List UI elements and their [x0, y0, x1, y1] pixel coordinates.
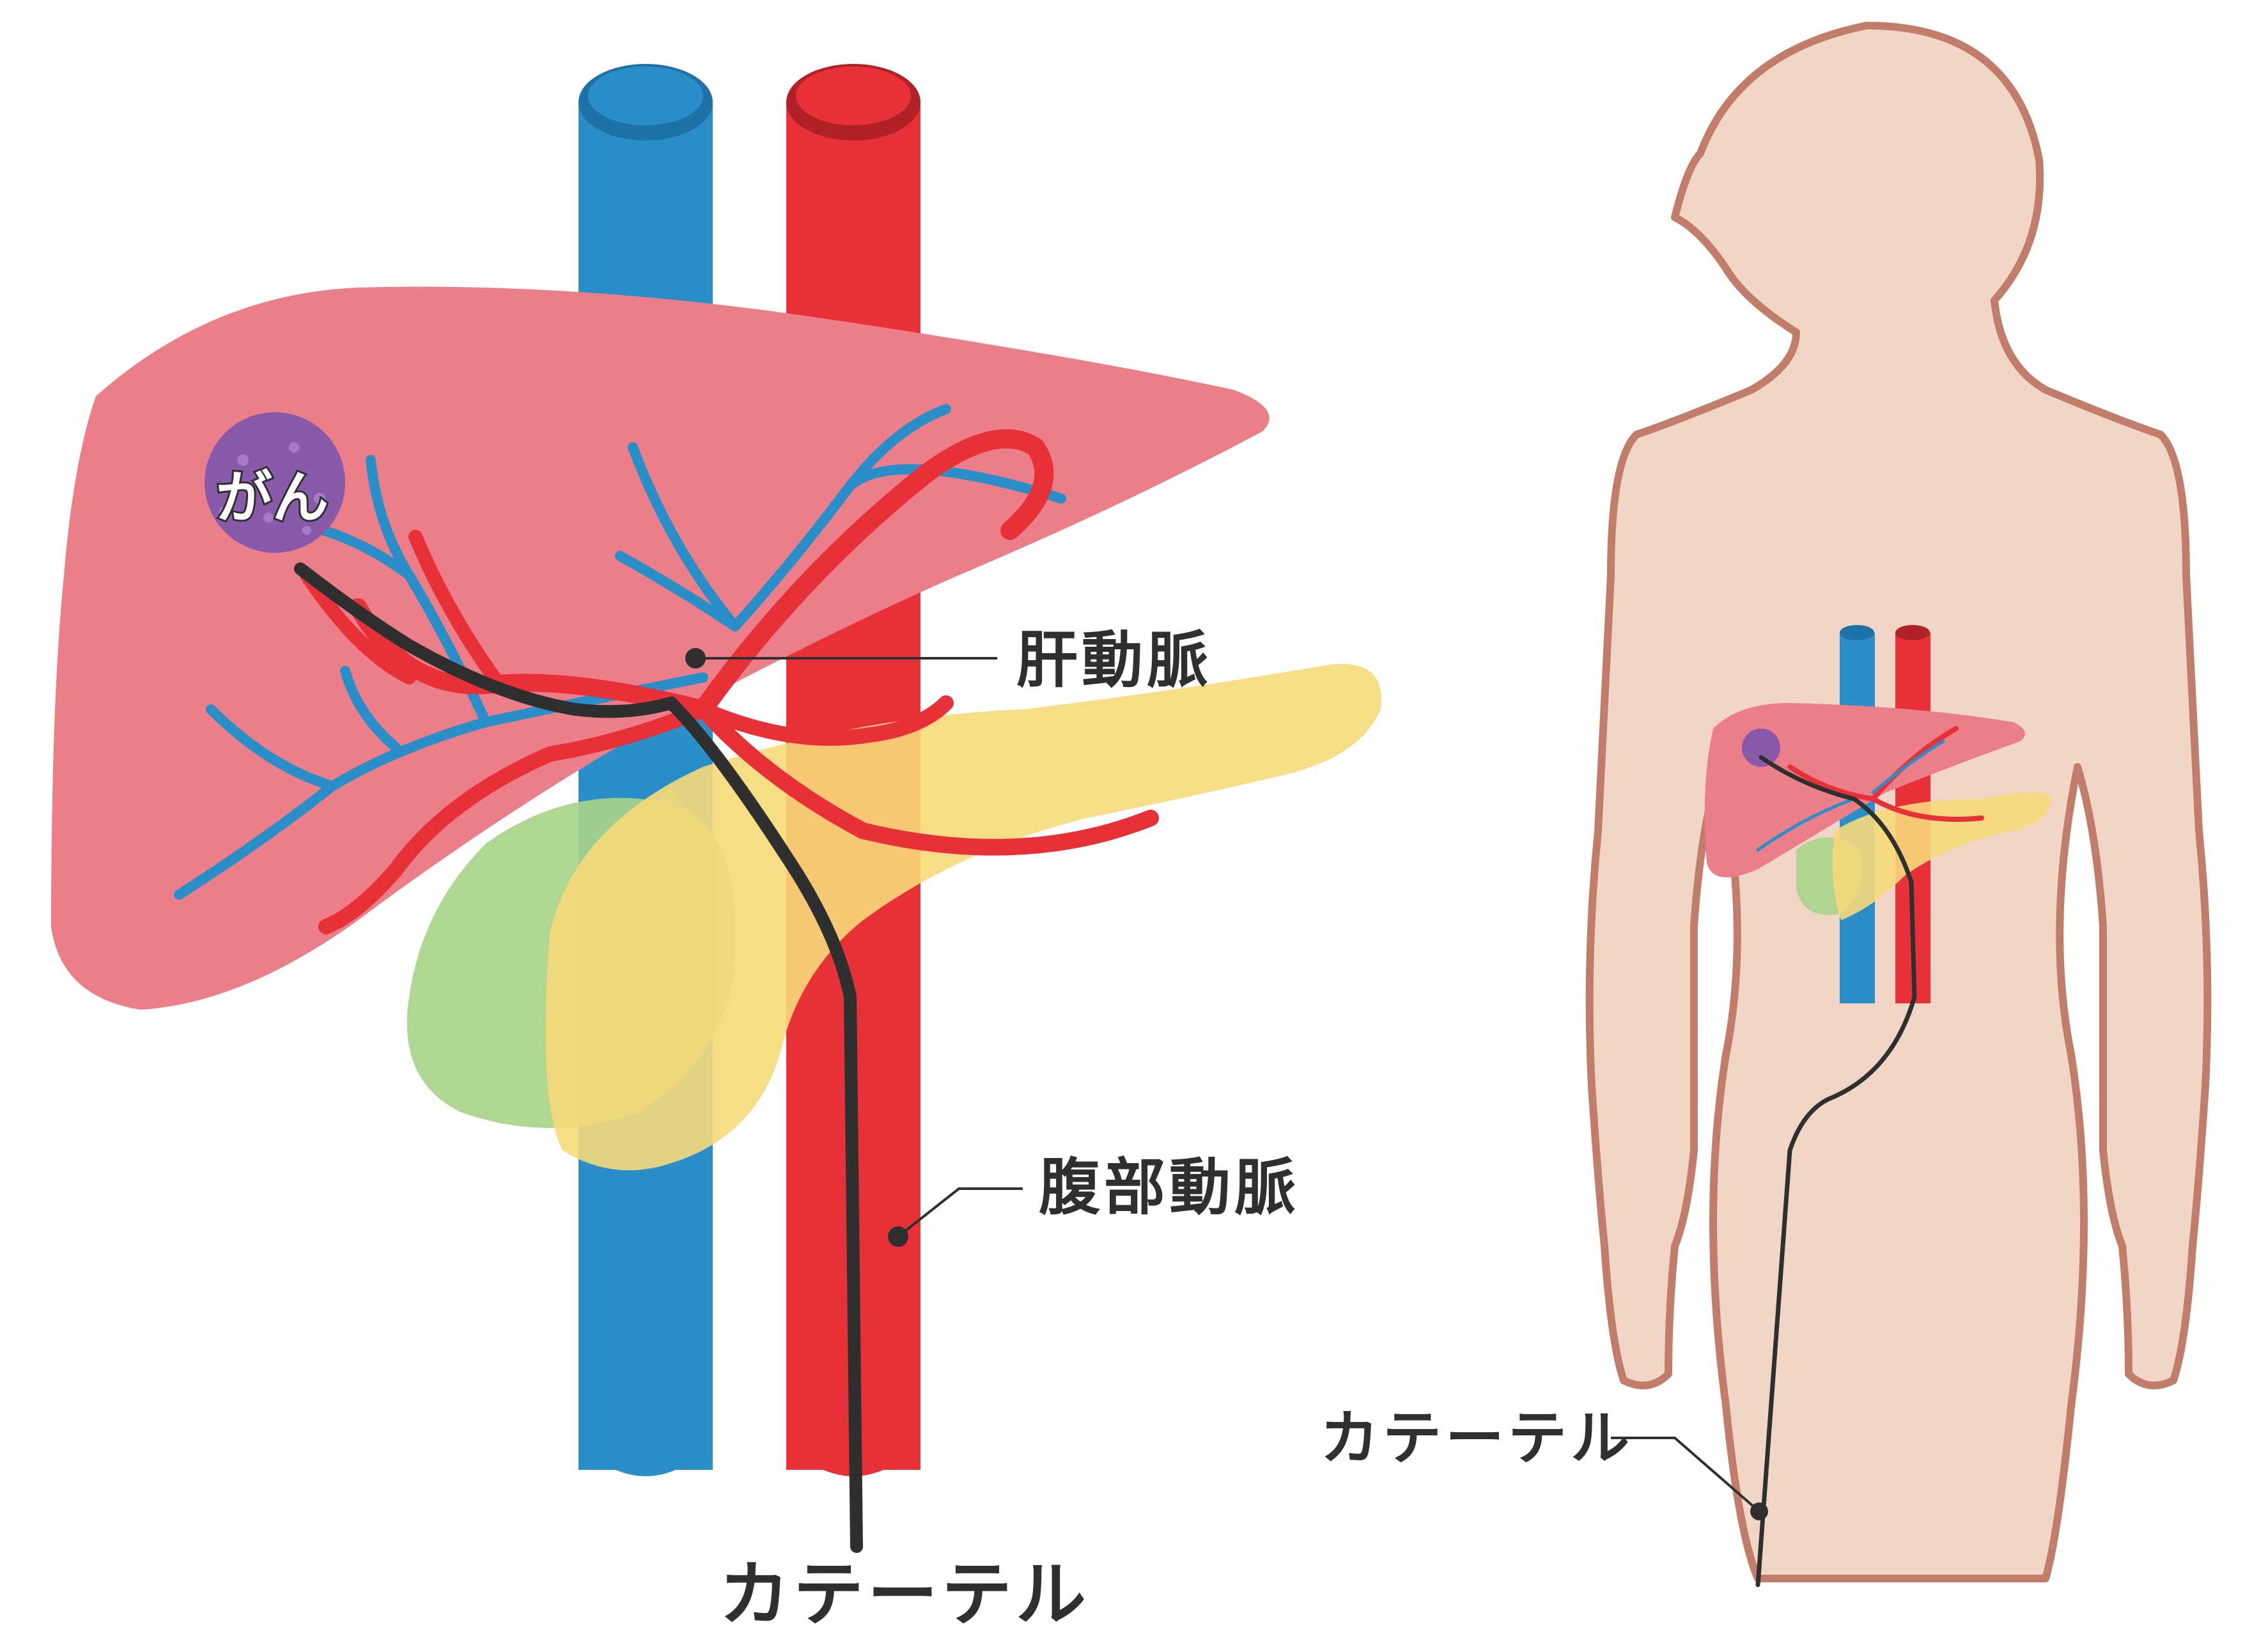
- organ-view: [51, 64, 1382, 1553]
- mini-organs: [1704, 625, 2052, 1003]
- catheter-label-right: カテーテル: [1320, 1404, 1634, 1472]
- catheter-line: [294, 562, 863, 1553]
- body-leader-line: [1611, 1437, 1768, 1520]
- liver: [51, 286, 1270, 1010]
- body-catheter-line: [1755, 755, 1917, 1587]
- pancreas: [545, 663, 1382, 1171]
- leader-lines: [685, 648, 1023, 1247]
- body-view: [1585, 22, 2212, 1587]
- vena-cava: [579, 64, 713, 1476]
- hepatic-artery-label: 肝動脈: [1016, 624, 1212, 696]
- hepatic-veins: [174, 404, 1066, 900]
- cancer-label: がん: [214, 465, 330, 530]
- catheter-label-left: カテーテル: [719, 1554, 1090, 1635]
- tumor: [205, 412, 345, 553]
- abdominal-aorta-label: 腹部動脈: [1039, 1152, 1300, 1223]
